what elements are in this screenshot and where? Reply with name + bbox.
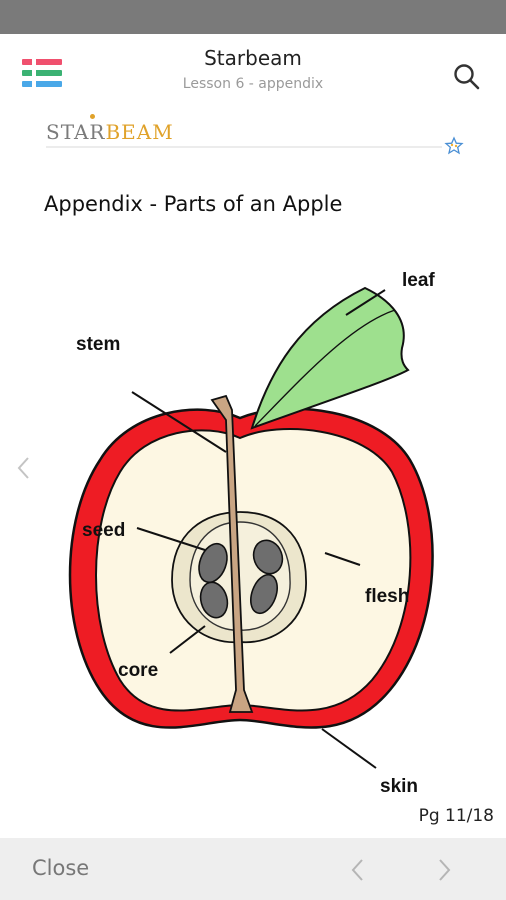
label-leaf: leaf xyxy=(402,270,435,291)
app-title: Starbeam xyxy=(204,46,302,70)
seed xyxy=(199,581,229,619)
starbeam-logo: STARBEAM xyxy=(46,120,174,144)
menu-icon[interactable] xyxy=(22,56,64,90)
label-skin: skin xyxy=(380,776,418,797)
label-core: core xyxy=(118,660,158,681)
label-flesh: flesh xyxy=(365,586,409,607)
seed xyxy=(250,573,278,615)
status-bar xyxy=(0,0,506,34)
logo-star-dot xyxy=(90,114,95,119)
apple-leaf xyxy=(250,286,410,430)
bookmark-star-icon[interactable] xyxy=(444,136,464,156)
page-indicator: Pg 11/18 xyxy=(418,806,494,826)
search-icon[interactable] xyxy=(452,62,482,92)
seed xyxy=(198,542,228,584)
bottom-toolbar: Close xyxy=(0,838,506,900)
apple-diagram: leaf stem seed flesh core skin xyxy=(68,270,435,797)
close-button[interactable]: Close xyxy=(32,856,90,880)
app-bar: Starbeam Lesson 6 - appendix xyxy=(0,34,506,110)
prev-page-icon[interactable] xyxy=(346,856,370,884)
document-title: Appendix - Parts of an Apple xyxy=(44,192,343,216)
label-seed: seed xyxy=(82,520,125,541)
apple-stem xyxy=(210,394,254,713)
page-prev-chevron-icon[interactable] xyxy=(12,454,36,482)
label-stem: stem xyxy=(76,334,120,355)
next-page-icon[interactable] xyxy=(432,856,456,884)
seed xyxy=(252,539,284,575)
lesson-subtitle: Lesson 6 - appendix xyxy=(182,76,324,92)
header-divider xyxy=(46,146,442,148)
document-page: STARBEAM Appendix - Parts of an Apple xyxy=(0,110,506,838)
